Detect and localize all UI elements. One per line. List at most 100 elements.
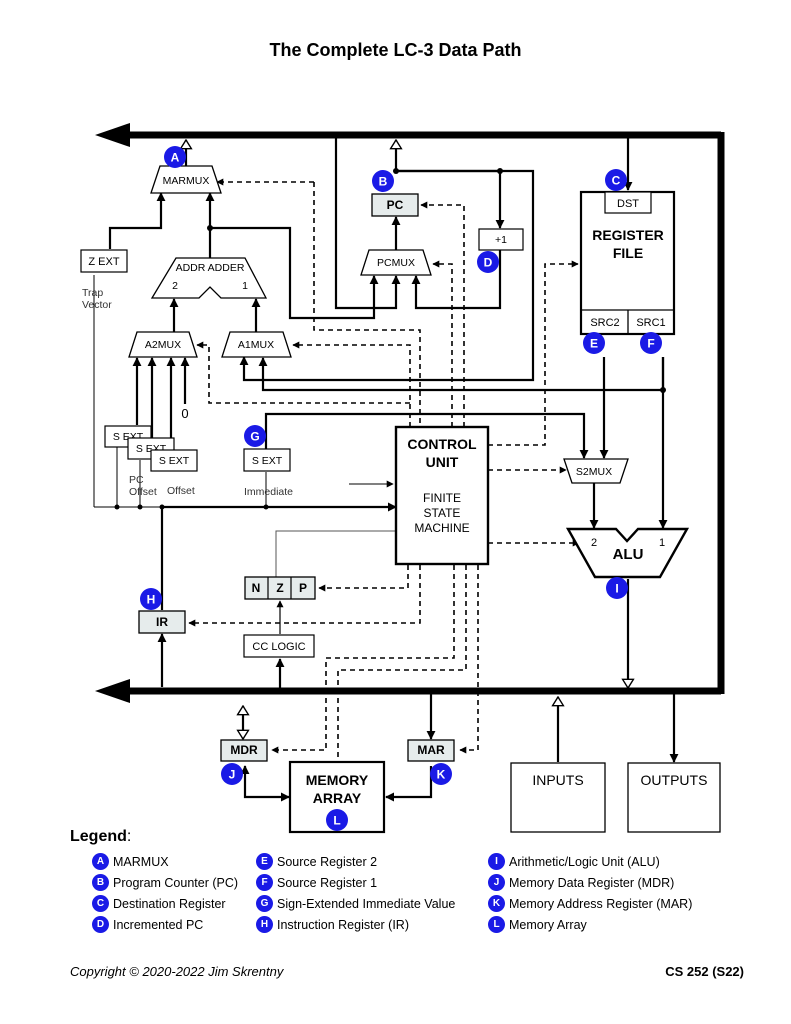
svg-text:Trap: Trap [82, 287, 103, 299]
pc-register: PC [371, 193, 419, 217]
constant-zero: 0 [181, 406, 188, 421]
legend-badge: A [92, 853, 109, 870]
svg-text:MAR: MAR [417, 743, 445, 757]
svg-text:OUTPUTS: OUTPUTS [641, 772, 708, 788]
badge-f: F [640, 332, 662, 354]
outputs-device: OUTPUTS [627, 762, 721, 833]
svg-text:CC LOGIC: CC LOGIC [252, 641, 305, 653]
badge-c: C [605, 169, 627, 191]
zext-unit: Z EXT Trap Vector [80, 249, 128, 311]
svg-text:J: J [229, 768, 236, 782]
legend-badge: G [256, 895, 273, 912]
alu: 2 1 ALU [565, 527, 690, 579]
badge-g: G [244, 425, 266, 447]
mar-register: MAR [407, 739, 455, 762]
addr-adder: ADDR ADDER 2 1 [150, 257, 268, 299]
svg-text:H: H [147, 593, 156, 607]
pc-incrementer: +1 [478, 228, 524, 251]
svg-text:F: F [647, 337, 654, 351]
bus-bottom-arrowhead [95, 679, 130, 703]
legend-badge: H [256, 916, 273, 933]
course-label: CS 252 (S22) [665, 964, 744, 979]
svg-text:2: 2 [591, 537, 597, 549]
badge-k: K [430, 763, 452, 785]
n-flag: N [252, 581, 261, 595]
svg-text:G: G [250, 430, 259, 444]
svg-text:2: 2 [172, 280, 178, 292]
svg-text:INPUTS: INPUTS [532, 772, 583, 788]
svg-text:A1MUX: A1MUX [238, 339, 274, 351]
pcmux: PCMUX [360, 249, 432, 276]
svg-text:MARMUX: MARMUX [163, 175, 210, 187]
legend-badge: D [92, 916, 109, 933]
svg-text:B: B [379, 175, 388, 189]
nzp-registers: N Z P [244, 576, 316, 600]
svg-text:MEMORY: MEMORY [306, 772, 369, 788]
inputs-device: INPUTS [510, 762, 606, 833]
legend-badge: B [92, 874, 109, 891]
svg-text:MDR: MDR [230, 743, 258, 757]
legend-title: Legend: [70, 828, 132, 845]
svg-text:1: 1 [659, 537, 665, 549]
copyright-notice: Copyright © 2020-2022 Jim Skrentny [70, 964, 284, 979]
legend-badge: K [488, 895, 505, 912]
page-title: The Complete LC-3 Data Path [269, 40, 522, 60]
mdr-register: MDR [220, 739, 268, 762]
legend-badge: I [488, 853, 505, 870]
marmux: MARMUX [150, 165, 222, 194]
svg-text:FILE: FILE [613, 245, 643, 261]
svg-text:I: I [615, 582, 618, 596]
svg-text:IR: IR [156, 615, 168, 629]
svg-text:MACHINE: MACHINE [414, 521, 469, 535]
badge-a: A [164, 146, 186, 168]
badge-i: I [606, 577, 628, 599]
sext-unit-3: S EXT [150, 449, 198, 472]
wire-junctions [114, 168, 666, 510]
pc-offset-label-2: Offset [129, 486, 157, 498]
control-wires [188, 178, 580, 761]
svg-text:PCMUX: PCMUX [377, 257, 415, 269]
svg-text:ADDR ADDER: ADDR ADDER [176, 262, 245, 274]
svg-text:UNIT: UNIT [426, 454, 459, 470]
svg-text:S EXT: S EXT [159, 455, 190, 467]
src2-port: SRC2 [590, 317, 619, 329]
p-flag: P [299, 581, 307, 595]
legend-badge: F [256, 874, 273, 891]
svg-text:K: K [437, 768, 446, 782]
svg-text:DST: DST [617, 198, 639, 210]
legend-badge: J [488, 874, 505, 891]
svg-text:FINITE: FINITE [423, 491, 461, 505]
svg-text:STATE: STATE [424, 506, 461, 520]
badge-h: H [140, 588, 162, 610]
svg-text:CONTROL: CONTROL [407, 436, 477, 452]
svg-text:Vector: Vector [82, 299, 112, 311]
badge-j: J [221, 763, 243, 785]
register-file: DST REGISTER FILE SRC2 SRC1 [579, 190, 676, 336]
dst-port [604, 191, 652, 214]
a1mux: A1MUX [221, 331, 292, 358]
svg-text:A: A [171, 151, 180, 165]
legend-badge: C [92, 895, 109, 912]
badge-e: E [583, 332, 605, 354]
main-bus [95, 123, 725, 703]
svg-text:+1: +1 [495, 234, 507, 246]
svg-text:ALU: ALU [613, 546, 644, 563]
z-flag: Z [276, 581, 283, 595]
svg-text:REGISTER: REGISTER [592, 227, 664, 243]
svg-text:E: E [590, 337, 598, 351]
svg-text:ARRAY: ARRAY [313, 790, 362, 806]
svg-text:PC: PC [387, 198, 404, 212]
a2mux: A2MUX [128, 331, 198, 358]
svg-text:C: C [612, 174, 621, 188]
